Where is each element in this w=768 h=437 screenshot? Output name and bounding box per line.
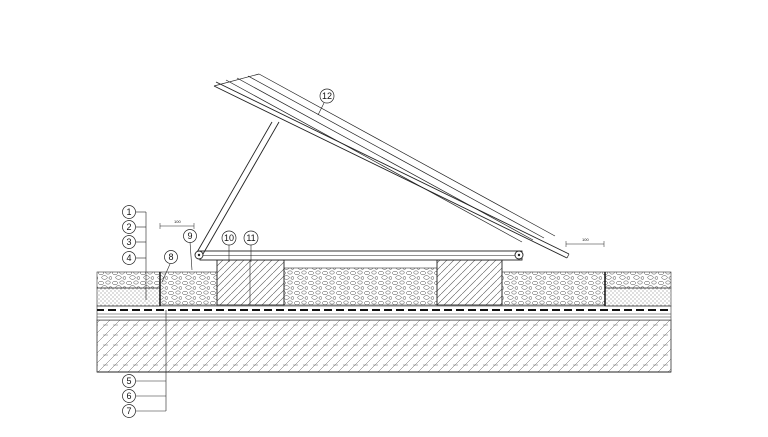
callout-1: 1	[122, 205, 136, 219]
callout-6: 6	[122, 389, 136, 403]
dimension-left: 100	[159, 219, 195, 229]
callout-10-label: 10	[224, 233, 234, 243]
dimension-left-label: 100	[174, 219, 181, 224]
callout-9: 9	[183, 229, 197, 243]
callout-1-label: 1	[126, 207, 131, 217]
callout-7: 7	[122, 404, 136, 418]
callout-11: 11	[243, 230, 259, 246]
solar-panel	[213, 73, 570, 259]
callout-5: 5	[122, 374, 136, 388]
footing-block-left	[216, 259, 285, 306]
dimension-right-label: 100	[582, 237, 589, 242]
dimension-right: 100	[565, 237, 605, 247]
callout-8-label: 8	[168, 252, 173, 262]
callout-3: 3	[122, 235, 136, 249]
callout-2: 2	[122, 220, 136, 234]
callout-5-label: 5	[126, 376, 131, 386]
callout-3-label: 3	[126, 237, 131, 247]
gravel-ballast	[96, 267, 672, 306]
callout-4: 4	[122, 251, 136, 265]
callout-11-label: 11	[246, 233, 255, 243]
insulation-left	[96, 287, 161, 307]
edge-upstands	[159, 272, 606, 306]
callout-2-label: 2	[126, 222, 131, 232]
callout-9-label: 9	[187, 231, 192, 241]
callout-10: 10	[221, 230, 237, 246]
insulation-right	[604, 287, 672, 307]
footing-block-right	[436, 259, 503, 306]
base-rail	[199, 250, 523, 261]
rear-strut	[195, 121, 280, 255]
leader-lines	[161, 102, 325, 283]
callout-4-label: 4	[126, 253, 131, 263]
leader-group-bottom-left	[136, 310, 167, 412]
callout-8: 8	[164, 250, 178, 264]
waterproof-layers	[96, 305, 672, 321]
hinge-pins	[194, 250, 524, 260]
callout-12: 12	[319, 88, 335, 104]
callout-6-label: 6	[126, 391, 131, 401]
leader-group-top-left	[136, 211, 147, 300]
callout-7-label: 7	[126, 406, 131, 416]
concrete-slab	[96, 319, 672, 373]
callout-12-label: 12	[322, 91, 332, 101]
